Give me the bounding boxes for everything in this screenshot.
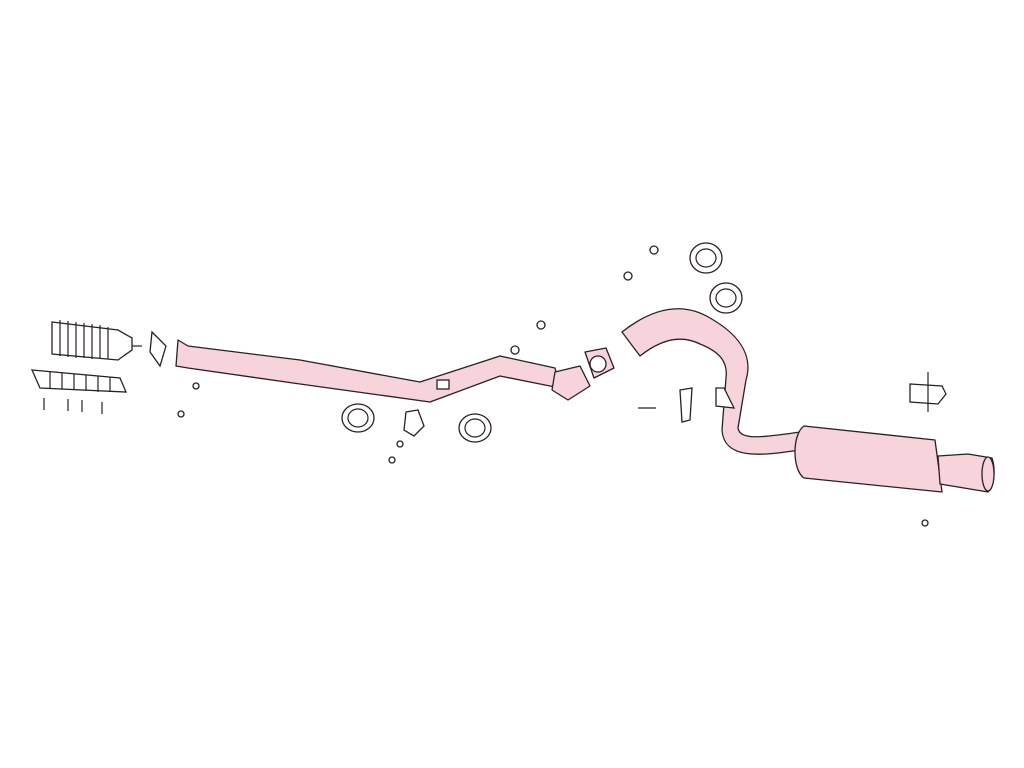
gasket-ring [458, 413, 492, 443]
rear-pipe [621, 308, 801, 455]
hardware [177, 245, 929, 527]
gasket-front [149, 330, 167, 368]
flange-mid [551, 365, 591, 401]
gasket-ring [341, 403, 375, 433]
heat-shield [30, 369, 128, 393]
catalytic-converter [51, 320, 142, 361]
front-pipe [175, 339, 561, 403]
muffler [794, 425, 995, 493]
gasket-ring [709, 282, 743, 314]
bolts [43, 398, 103, 414]
pipe-bracket [436, 379, 450, 390]
gasket-ring [689, 242, 723, 274]
